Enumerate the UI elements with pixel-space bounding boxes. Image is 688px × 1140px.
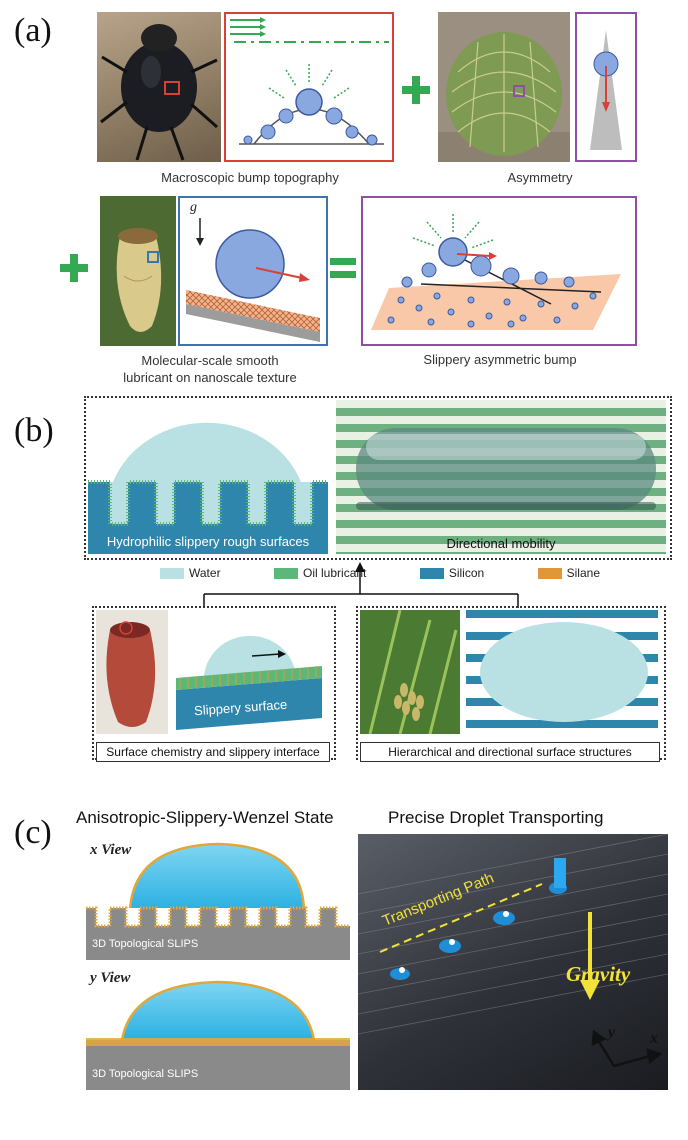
rough-surface-diagram: Hydrophilic slippery rough surfaces [88,400,328,554]
x-view-diagram: x View 3D Topological SLIPS [86,836,350,960]
cactus-photo [438,12,570,162]
caption-lubricant-line2: lubricant on nanoscale texture [123,370,297,385]
equals-icon [330,256,356,280]
caption-bump: Macroscopic bump topography [161,170,339,185]
plus-icon [402,76,430,104]
legend-label: Water [189,566,221,580]
legend-swatch [537,567,562,579]
rice-photo [360,610,460,734]
cactus-icon [438,32,570,162]
caption-lubricant-line1: Molecular-scale smooth [141,353,279,368]
y-view-label: y View [90,970,130,987]
pitcher-photo [96,610,168,734]
panel-c-letter: (c) [14,814,52,851]
x-view-text: x View [90,842,132,858]
bump-topography-diagram [224,12,394,162]
caption-lubricant: Molecular-scale smooth lubricant on nano… [80,352,340,386]
hierarchical-label: Hierarchical and directional surface str… [360,742,660,762]
legend-oil: Oil lubricant [274,566,366,580]
gravity-label: Gravity [566,962,631,986]
caption-asymmetry: Asymmetry [507,170,573,185]
directional-structure-diagram [466,610,658,734]
rice-icon [368,610,458,734]
axis-y-label: y [608,1024,616,1041]
slippery-bump-diagram [361,196,637,346]
rough-surface-label: Hydrophilic slippery rough surfaces [106,534,310,549]
legend-water: Water [160,566,221,580]
slips-label-2: 3D Topological SLIPS [92,1068,199,1080]
beetle-icon [100,24,218,161]
y-view-text: y View [90,970,131,986]
directional-mobility-image: Directional mobility [336,400,666,554]
legend-silicon: Silicon [419,566,485,580]
caption-slippery-bump: Slippery asymmetric bump [423,352,577,367]
surface-chemistry-label: Surface chemistry and slippery interface [96,742,330,762]
connector-arrow [200,558,530,608]
legend-label: Oil lubricant [303,566,367,580]
x-view-label: x View [90,842,131,859]
material-legend: Water Oil lubricant Silicon Silane [160,566,600,580]
plus-icon [60,254,88,282]
axis-x-label: x [650,1030,658,1047]
y-view-diagram: y View 3D Topological SLIPS [86,966,350,1090]
slips-label-1: 3D Topological SLIPS [92,938,199,950]
pitcher-plant-icon [100,196,176,346]
legend-silane: Silane [537,566,600,580]
panel-b-letter: (b) [14,412,54,449]
legend-swatch [419,567,444,579]
slippery-surface-diagram: Slippery surface [174,630,324,734]
legend-swatch [274,567,299,579]
beetle-photo [97,12,221,162]
pitcher-icon [106,621,156,727]
legend-label: Silicon [448,566,485,580]
pitcher-plant-photo [100,196,176,346]
anisotropic-title: Anisotropic-Slippery-Wenzel State [76,808,334,827]
directional-mobility-label: Directional mobility [446,536,556,551]
asymmetry-diagram [575,12,637,162]
gravity-g-label: g [190,200,197,215]
transport-title: Precise Droplet Transporting [388,808,604,827]
legend-label: Silane [566,566,600,580]
panel-a-letter: (a) [14,12,52,49]
lubricant-diagram: g [178,196,328,346]
transport-photo: Transporting Path Gravity x y [358,834,668,1090]
panel-b-top-frame [84,396,672,560]
legend-swatch [160,567,184,579]
